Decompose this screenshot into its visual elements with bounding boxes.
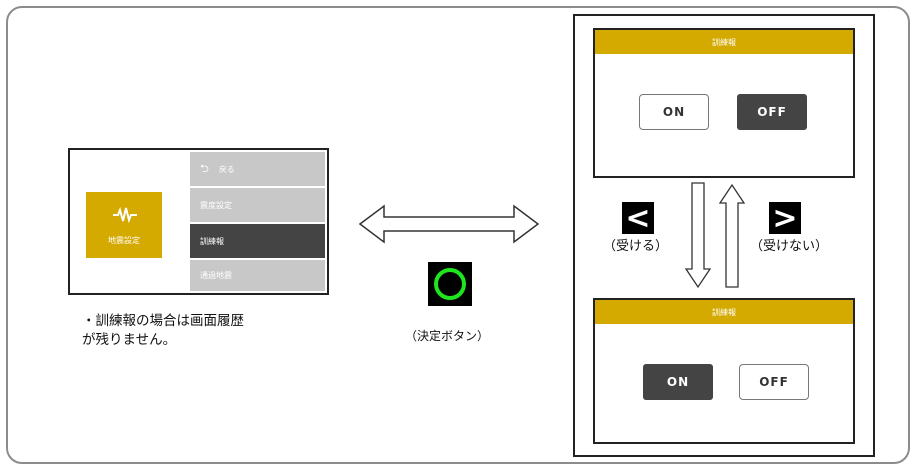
dialog-panel: [573, 14, 875, 457]
on-button[interactable]: ON: [639, 94, 709, 130]
menu-item-label: 訓練報: [200, 236, 224, 246]
left-key-caption: （受ける）: [603, 239, 669, 254]
ok-button[interactable]: [428, 262, 472, 306]
settings-menu: ⮌ 戻る 震度設定 訓練報 通過地震: [190, 152, 325, 293]
dialog-title: 訓練報: [595, 300, 853, 324]
tile-label: 地震設定: [108, 236, 140, 245]
menu-item-back[interactable]: ⮌ 戻る: [190, 152, 325, 186]
off-button[interactable]: OFF: [737, 94, 807, 130]
menu-item-label: 戻る: [218, 164, 235, 174]
left-key[interactable]: <: [622, 201, 654, 236]
earthquake-settings-tile[interactable]: 地震設定: [86, 192, 162, 258]
off-button[interactable]: OFF: [739, 364, 809, 400]
history-note: ・訓練報の場合は画面履歴 が残りません。: [82, 312, 244, 350]
ok-button-caption: （決定ボタン）: [405, 329, 490, 343]
menu-item-intensity[interactable]: 震度設定: [190, 188, 325, 222]
menu-item-label: 震度設定: [200, 200, 232, 210]
note-line-1: ・訓練報の場合は画面履歴: [82, 313, 244, 329]
waveform-icon: [113, 206, 137, 224]
on-button[interactable]: ON: [643, 364, 713, 400]
back-arrow-icon: ⮌: [200, 161, 209, 175]
note-line-2: が残りません。: [82, 332, 177, 348]
outer-frame: [6, 6, 910, 464]
menu-item-label: 通過地震: [200, 271, 232, 280]
right-key[interactable]: >: [769, 201, 801, 236]
up-down-arrows-icon: [684, 182, 746, 289]
drill-dialog-on: 訓練報 ON OFF: [593, 298, 855, 444]
dialog-title: 訓練報: [595, 30, 853, 54]
menu-item-passing-quake[interactable]: 通過地震: [190, 260, 325, 291]
circle-icon: [434, 268, 466, 300]
drill-dialog-off: 訓練報 ON OFF: [593, 28, 855, 178]
menu-item-drill[interactable]: 訓練報: [190, 224, 325, 258]
bidirectional-arrow-icon: [358, 204, 540, 244]
right-key-caption: （受けない）: [750, 239, 829, 254]
device-screen: 地震設定 ⮌ 戻る 震度設定 訓練報 通過地震: [68, 148, 329, 295]
